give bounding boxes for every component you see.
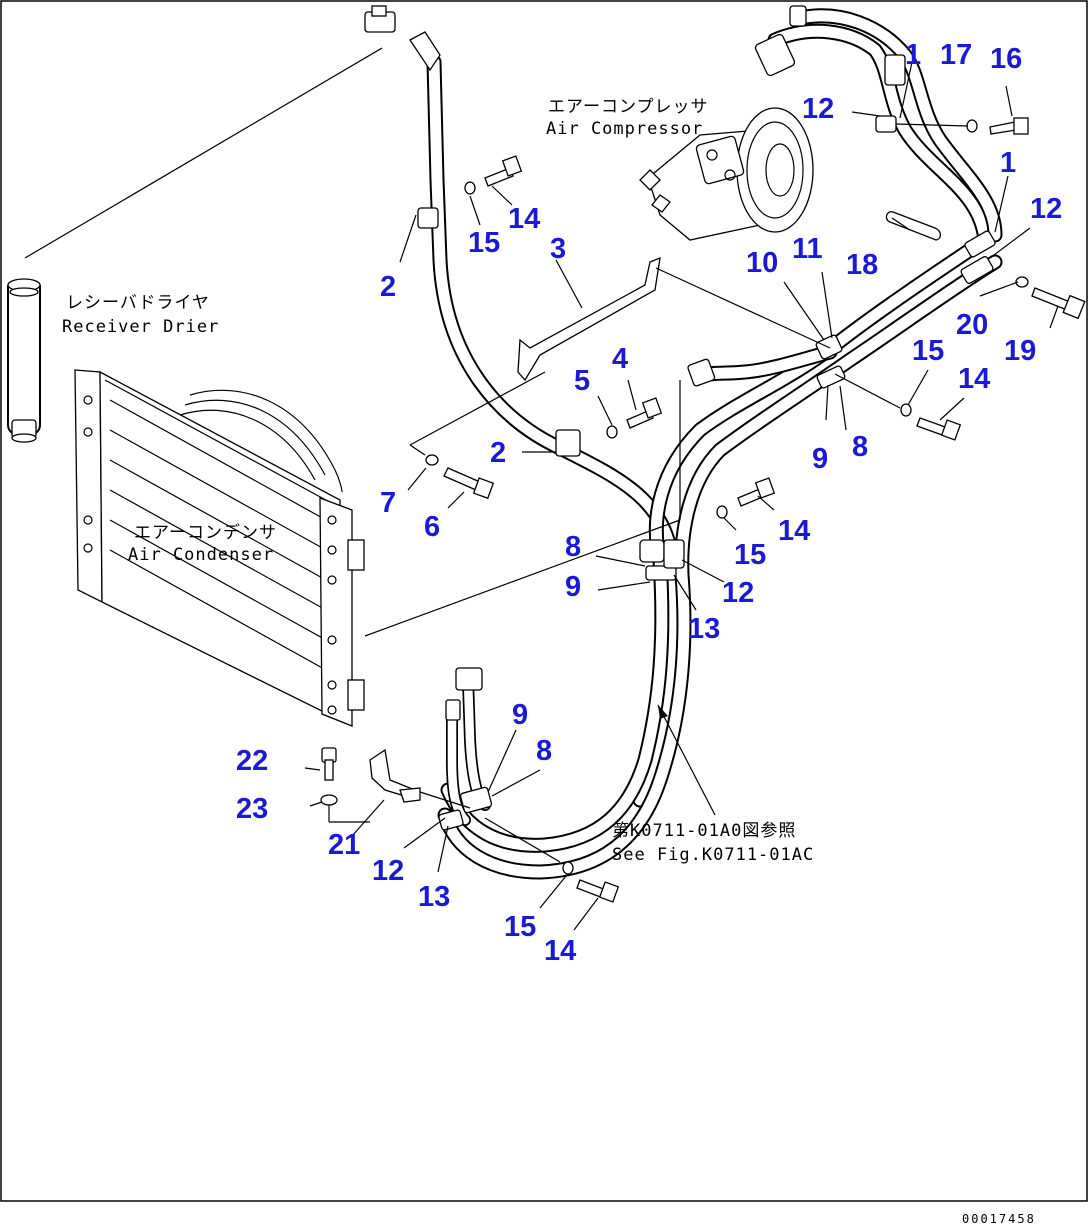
callout-8: 8 xyxy=(565,531,581,563)
condenser-label-en: Air Condenser xyxy=(128,545,274,565)
frame-border xyxy=(0,0,1088,1202)
clamp-12-top xyxy=(875,115,897,133)
clamp-12-mid xyxy=(663,539,685,569)
callout-15: 15 xyxy=(912,335,944,367)
callout-8: 8 xyxy=(852,431,868,463)
callout-8: 8 xyxy=(536,735,552,767)
callout-14: 14 xyxy=(508,203,540,235)
callout-12: 12 xyxy=(802,93,834,125)
callout-3: 3 xyxy=(550,233,566,265)
callout-13: 13 xyxy=(418,881,450,913)
condenser-hose-fitting xyxy=(687,358,716,387)
pipe-18 xyxy=(885,211,942,241)
callout-11: 11 xyxy=(792,233,823,265)
callout-1: 1 xyxy=(1000,147,1016,179)
compressor-hose-fitting xyxy=(884,54,906,86)
receiver-drier xyxy=(7,278,41,443)
clamp-12-upper xyxy=(964,230,996,258)
air-condenser xyxy=(74,369,365,727)
connection-lines xyxy=(24,47,901,863)
fasteners xyxy=(320,117,1086,903)
callout-22: 22 xyxy=(236,745,268,777)
callout-14: 14 xyxy=(544,935,576,967)
hose-end-fitting xyxy=(409,31,441,72)
callout-14: 14 xyxy=(958,363,990,395)
compressor-service-valve xyxy=(789,5,807,27)
callout-15: 15 xyxy=(468,227,500,259)
washer-15-d xyxy=(562,861,574,875)
callout-12: 12 xyxy=(372,855,404,887)
bolt-6 xyxy=(443,467,481,491)
drier-label-en: Receiver Drier xyxy=(62,317,219,337)
leader-lines xyxy=(351,61,1059,931)
compressor-label-en: Air Compressor xyxy=(546,119,703,139)
callout-5: 5 xyxy=(574,365,590,397)
clamp-12-lower xyxy=(438,809,464,831)
callout-2: 2 xyxy=(490,437,506,469)
hose-group xyxy=(426,8,1003,880)
callout-9: 9 xyxy=(812,443,828,475)
washer-17 xyxy=(966,119,978,133)
bracket-3 xyxy=(517,256,661,382)
clamp-2-upper xyxy=(417,207,439,229)
washer-23 xyxy=(320,794,338,806)
bolt-14-a xyxy=(484,167,514,187)
callout-9: 9 xyxy=(512,699,528,731)
callout-15: 15 xyxy=(734,539,766,571)
washer-15-a xyxy=(464,181,476,195)
lower-fitting-a xyxy=(455,667,483,691)
clamp-8-mid xyxy=(639,539,665,563)
washer-7 xyxy=(425,454,439,466)
reference-label-en: See Fig.K0711-01AC xyxy=(612,845,814,865)
callout-17: 17 xyxy=(940,39,972,71)
washer-5 xyxy=(606,425,618,439)
clamps xyxy=(417,115,996,831)
reference-label-jp: 第K0711-01A0図参照 xyxy=(612,821,796,841)
clamp-8-lower xyxy=(459,786,493,814)
callout-6: 6 xyxy=(424,511,440,543)
washer-15-b xyxy=(900,403,912,417)
callout-12: 12 xyxy=(722,577,754,609)
callout-14: 14 xyxy=(778,515,810,547)
callout-10: 10 xyxy=(746,247,778,279)
callout-2: 2 xyxy=(380,271,396,303)
condenser-label-jp: エアーコンデンサ xyxy=(134,522,277,543)
callout-23: 23 xyxy=(236,793,268,825)
air-compressor xyxy=(639,107,814,241)
callout-4: 4 xyxy=(612,343,628,375)
callout-numbers: 1 17 16 12 1 12 18 10 11 20 19 15 14 9 8… xyxy=(236,39,1062,967)
callout-13: 13 xyxy=(688,613,720,645)
component-labels: エアーコンプレッサ Air Compressor レシーバドライヤ Receiv… xyxy=(62,97,814,865)
washer-15-c xyxy=(716,505,728,519)
compressor-label-jp: エアーコンプレッサ xyxy=(548,97,708,117)
callout-19: 19 xyxy=(1004,335,1036,367)
callout-16: 16 xyxy=(990,43,1022,75)
bolt-19 xyxy=(1031,287,1071,311)
drawing-code: 00017458 xyxy=(962,1212,1036,1226)
bolt-16 xyxy=(989,121,1017,135)
compressor-port-fitting xyxy=(754,33,796,77)
lower-fitting-b xyxy=(445,699,461,721)
clamp-2-lower xyxy=(555,429,581,457)
callout-9: 9 xyxy=(565,571,581,603)
callout-21: 21 xyxy=(328,829,360,861)
drier-label-jp: レシーバドライヤ xyxy=(66,293,210,313)
fittings xyxy=(364,5,906,721)
clamp-20 xyxy=(960,256,994,284)
callout-1: 1 xyxy=(905,39,921,71)
callout-20: 20 xyxy=(956,309,988,341)
callout-15: 15 xyxy=(504,911,536,943)
callout-12: 12 xyxy=(1030,193,1062,225)
clamp-9-8-upper xyxy=(816,365,846,389)
callout-7: 7 xyxy=(380,487,396,519)
washer-20 xyxy=(1015,276,1029,288)
callout-18: 18 xyxy=(846,249,878,281)
clamp-9-mid xyxy=(645,565,677,581)
